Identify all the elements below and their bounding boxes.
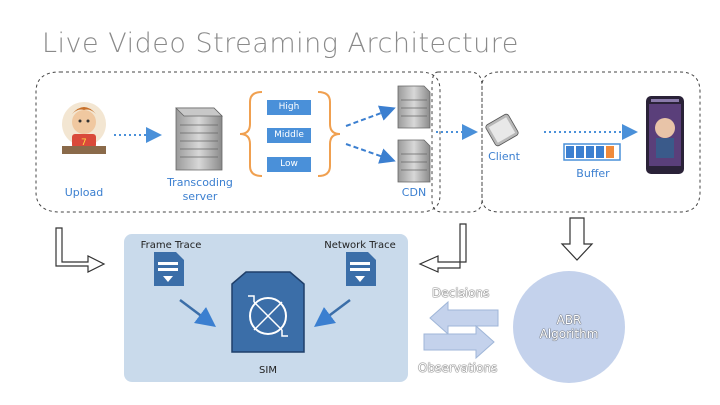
buffer-label: Buffer xyxy=(576,167,610,180)
down-outline-arrow xyxy=(560,217,594,261)
quality-middle: Middle xyxy=(267,128,311,143)
network-trace-document-icon xyxy=(346,252,376,286)
abr-line2: Algorithm xyxy=(539,327,599,341)
right-brace xyxy=(317,91,341,177)
svg-text:7: 7 xyxy=(81,138,87,148)
down-right-outline-arrow xyxy=(55,227,106,273)
mobile-video-screen xyxy=(646,96,684,174)
network-trace-label: Network Trace xyxy=(324,240,396,251)
cdn-server-bottom-icon xyxy=(397,139,431,183)
diagram-title: Live Video Streaming Architecture xyxy=(42,28,519,59)
uploader-person-icon: 7 xyxy=(62,102,106,154)
abr-algorithm-node: ABR Algorithm xyxy=(513,271,625,383)
down-left-outline-arrow xyxy=(418,223,467,273)
frame-trace-arrow xyxy=(179,299,216,327)
decisions-arrow xyxy=(429,300,499,336)
pipeline-dashed-box xyxy=(35,71,441,213)
upload-label: Upload xyxy=(64,186,104,199)
cdn-bottom-arrow xyxy=(345,143,396,164)
observations-arrow xyxy=(423,324,495,360)
left-brace xyxy=(239,91,263,177)
decisions-label: Decisions xyxy=(432,286,490,300)
quality-low: Low xyxy=(267,157,311,172)
frame-trace-document-icon xyxy=(154,252,184,286)
cdn-label: CDN xyxy=(401,186,427,199)
frame-trace-label: Frame Trace xyxy=(140,240,202,251)
observations-label: Observations xyxy=(418,361,498,375)
sim-engine-icon xyxy=(231,271,305,353)
sim-label: SIM xyxy=(259,365,277,376)
buffer-bar xyxy=(563,143,621,161)
client-label: Client xyxy=(488,150,520,163)
cdn-server-top-icon xyxy=(397,85,431,129)
abr-line1: ABR xyxy=(556,313,582,327)
cdn-client-dashed-box xyxy=(431,71,483,213)
network-trace-arrow xyxy=(314,299,351,327)
transcoding-label-line1: Transcoding xyxy=(167,176,233,189)
cdn-top-arrow xyxy=(345,105,396,127)
transcoding-label-line2: server xyxy=(182,190,218,203)
transcoding-server-icon xyxy=(175,107,223,171)
client-phone-icon xyxy=(485,113,519,147)
quality-high: High xyxy=(267,100,311,115)
client-dashed-box xyxy=(481,71,701,213)
